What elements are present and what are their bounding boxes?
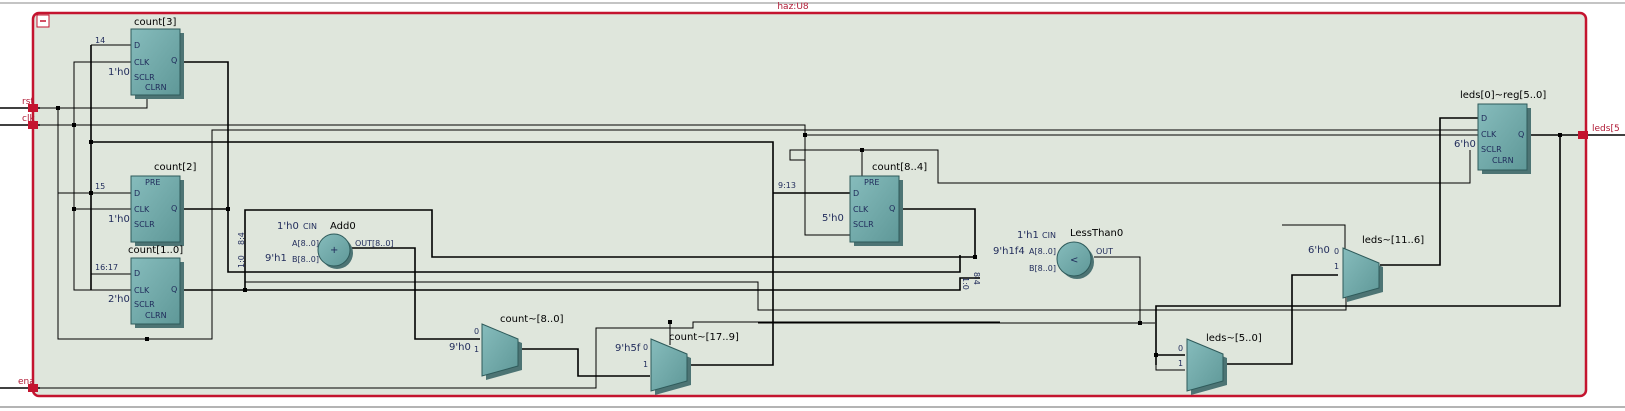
reg-count84-pin-clk: CLK xyxy=(853,205,869,214)
mux-leds116-in0: 0 xyxy=(1334,247,1339,256)
reg-count84-pin-d: D xyxy=(853,189,859,198)
reg-count3-pin-q: Q xyxy=(171,56,177,65)
reg-count10-pin-q: Q xyxy=(171,285,177,294)
lessthan0-a-const: 9'h1f4 xyxy=(993,246,1025,257)
add0-out-pin: OUT[8..0] xyxy=(355,239,394,248)
reg-count3-dbits: 14 xyxy=(95,36,105,45)
bus-tap-1: 8:4 xyxy=(237,232,246,245)
mux-leds116-in1: 1 xyxy=(1334,262,1339,271)
adder-add0[interactable]: Add0 1'h0 CIN A[8..0] 9'h1 B[8..0] OUT[8… xyxy=(265,221,394,269)
reg-count2-pin-clk: CLK xyxy=(134,205,150,214)
mux-leds50-title: leds~[5..0] xyxy=(1206,333,1262,344)
reg-count10[interactable]: count[1..0] 16:17 2'h0 D CLK SCLR CLRN Q xyxy=(95,245,184,328)
reg-count84-dbits: 9:13 xyxy=(778,181,796,190)
reg-leds-pin-sclr: SCLR xyxy=(1481,145,1502,154)
reg-count2-const: 1'h0 xyxy=(108,214,130,225)
port-rst-label: rst xyxy=(22,97,34,107)
reg-count3-pin-clk: CLK xyxy=(134,58,150,67)
netlist-wires xyxy=(40,44,1578,389)
lessthan0-a-pin: A[8..0] xyxy=(1029,247,1056,256)
lessthan0-b-pin: B[8..0] xyxy=(1029,264,1056,273)
reg-count84-const: 5'h0 xyxy=(822,213,844,224)
reg-count2-dbits: 15 xyxy=(95,182,105,191)
reg-count10-pin-sclr: SCLR xyxy=(134,300,155,309)
add0-b-pin: B[8..0] xyxy=(292,255,319,264)
collapse-button[interactable] xyxy=(36,14,50,28)
module-title: haz:U8 xyxy=(777,2,809,12)
reg-leds-pin-d: D xyxy=(1481,114,1487,123)
reg-leds-pin-clrn: CLRN xyxy=(1492,156,1514,165)
lessthan0-op: < xyxy=(1070,255,1078,266)
reg-leds-title: leds[0]~reg[5..0] xyxy=(1460,90,1546,101)
mux-count179-in0: 0 xyxy=(643,343,648,352)
mux-leds50-in1: 1 xyxy=(1178,359,1183,368)
port-clk-label: clk xyxy=(22,114,35,124)
mux-leds50-in0: 0 xyxy=(1178,344,1183,353)
reg-count2-pin-q: Q xyxy=(171,204,177,213)
mux-count179-in1: 1 xyxy=(643,360,648,369)
mux-count179-title: count~[17..9] xyxy=(669,332,739,343)
reg-leds-pin-clk: CLK xyxy=(1481,130,1497,139)
mux-leds50[interactable]: leds~[5..0] 0 1 xyxy=(1178,333,1262,395)
reg-count2-title: count[2] xyxy=(154,162,196,173)
reg-count84-title: count[8..4] xyxy=(872,162,927,173)
reg-count84[interactable]: count[8..4] 9:13 5'h0 PRE D CLK SCLR Q xyxy=(778,162,927,246)
module-haz-u8[interactable]: haz:U8 xyxy=(31,2,1588,398)
reg-count3-pin-sclr: SCLR xyxy=(134,73,155,82)
reg-count84-pin-q: Q xyxy=(889,204,895,213)
port-clk[interactable]: clk xyxy=(0,114,40,129)
add0-title: Add0 xyxy=(330,221,356,232)
add0-a-pin: A[8..0] xyxy=(292,239,319,248)
reg-count2-pin-d: D xyxy=(134,189,140,198)
mux-leds116-const: 6'h0 xyxy=(1308,245,1330,256)
lessthan0-cin-pin: CIN xyxy=(1042,231,1056,240)
reg-count3-pin-d: D xyxy=(134,41,140,50)
bus-tap-2: 1:0 xyxy=(237,255,246,268)
reg-leds[interactable]: leds[0]~reg[5..0] 6'h0 D CLK SCLR CLRN Q xyxy=(1454,90,1546,174)
mux-count179-const: 9'h5f xyxy=(615,343,641,354)
reg-count10-pin-clrn: CLRN xyxy=(145,311,167,320)
port-ena[interactable]: ena xyxy=(0,377,40,392)
mux-count80-const: 9'h0 xyxy=(449,342,471,353)
junction-dots xyxy=(56,106,1562,357)
mux-count80-in1: 1 xyxy=(474,345,479,354)
reg-count10-const: 2'h0 xyxy=(108,294,130,305)
add0-cin-pin: CIN xyxy=(303,222,317,231)
add0-cin-const: 1'h0 xyxy=(277,221,299,232)
bus-tap-3: 8:4 xyxy=(972,272,981,285)
lessthan0-cin-const: 1'h1 xyxy=(1017,230,1039,241)
mux-count80-title: count~[8..0] xyxy=(500,314,564,325)
lessthan0-out-pin: OUT xyxy=(1096,247,1113,256)
reg-count3-title: count[3] xyxy=(134,17,176,28)
reg-count3-pin-clrn: CLRN xyxy=(145,83,167,92)
port-leds[interactable]: leds[5 xyxy=(1578,124,1625,139)
reg-count10-pin-d: D xyxy=(134,269,140,278)
add0-op: + xyxy=(330,245,338,256)
reg-count10-pin-clk: CLK xyxy=(134,286,150,295)
reg-count3[interactable]: count[3] 14 1'h0 D CLK SCLR CLRN Q xyxy=(95,17,184,99)
reg-count2-pin-pre: PRE xyxy=(145,178,160,187)
mux-leds116[interactable]: leds~[11..6] 0 1 6'h0 xyxy=(1308,235,1424,302)
reg-count2[interactable]: count[2] 15 1'h0 PRE D CLK SCLR Q xyxy=(95,162,196,246)
mux-count80[interactable]: count~[8..0] 0 1 9'h0 xyxy=(449,314,564,380)
reg-count84-pin-sclr: SCLR xyxy=(853,220,874,229)
reg-leds-const: 6'h0 xyxy=(1454,139,1476,150)
bus-tap-4: 1:0 xyxy=(961,277,970,290)
add0-b-const: 9'h1 xyxy=(265,253,287,264)
port-leds-label: leds[5 xyxy=(1592,124,1620,134)
port-ena-label: ena xyxy=(18,377,35,387)
reg-leds-pin-q: Q xyxy=(1518,130,1524,139)
reg-count3-const: 1'h0 xyxy=(108,67,130,78)
reg-count10-dbits: 16:17 xyxy=(95,263,118,272)
port-rst[interactable]: rst xyxy=(0,97,40,112)
mux-count179[interactable]: count~[17..9] 0 1 9'h5f xyxy=(615,332,739,395)
lessthan0-title: LessThan0 xyxy=(1070,228,1123,239)
reg-count84-pin-pre: PRE xyxy=(864,178,879,187)
mux-leds116-title: leds~[11..6] xyxy=(1362,235,1424,246)
reg-count10-title: count[1..0] xyxy=(128,245,183,256)
reg-count2-pin-sclr: SCLR xyxy=(134,220,155,229)
comparator-lessthan0[interactable]: LessThan0 1'h1 CIN 9'h1f4 A[8..0] B[8..0… xyxy=(993,228,1123,279)
mux-count80-in0: 0 xyxy=(474,327,479,336)
